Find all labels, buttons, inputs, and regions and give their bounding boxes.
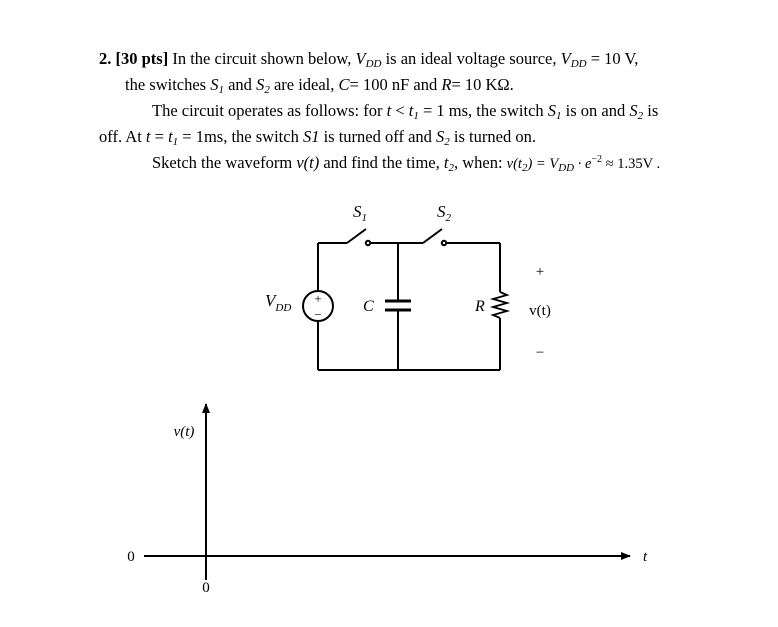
text-fragment: is [647, 101, 659, 120]
vdd-value: = 10 V, [590, 49, 639, 68]
output-plus-sign: + [536, 264, 544, 280]
text-fragment: is turned on. [453, 127, 536, 146]
text-fragment: the switches [125, 75, 207, 94]
s1-symbol: S1 [302, 127, 320, 146]
formula-part: ) = V [527, 156, 559, 172]
s2-subscript: 2 [444, 136, 450, 148]
resistor-label: R [474, 298, 485, 315]
formula-part: v(t [506, 156, 522, 172]
capacitance-symbol: C [338, 75, 350, 94]
s2-label: S2 [437, 202, 452, 224]
y-origin-label: 0 [127, 549, 135, 565]
t2-symbol: t [443, 153, 449, 172]
formula: v(t2) = VDD · e−2 ≈ 1.35V . [506, 154, 661, 174]
x-axis-label: t [643, 549, 648, 565]
s1-label: S1 [353, 202, 367, 224]
s2-subscript: 2 [637, 110, 644, 122]
text-fragment: and [228, 75, 252, 94]
vdd-label: VDD [265, 291, 291, 314]
t1-subscript: 1 [413, 110, 419, 122]
s1-symbol: S [547, 101, 557, 120]
problem-line-2: the switches S1 and S2 are ideal, C= 100… [125, 75, 514, 96]
text-fragment: is an ideal voltage source, [385, 49, 557, 68]
waveform-symbol: v(t) [296, 153, 320, 172]
formula-subscript: 2 [521, 162, 528, 174]
circuit-labels: S1 S2 VDD + − C R + v(t) − [265, 202, 551, 361]
s1-subscript: 1 [556, 110, 562, 122]
output-minus-sign: − [536, 345, 544, 361]
problem-statement: 2. [30 pts] In the circuit shown below, … [0, 0, 778, 200]
output-voltage-label: v(t) [529, 303, 551, 319]
source-minus-sign: − [314, 307, 321, 322]
problem-points: [30 pts] [115, 49, 169, 68]
text-fragment: off. At [99, 127, 142, 146]
text-fragment: is on and [565, 101, 626, 120]
switch-s1 [346, 228, 367, 244]
text-fragment: < [395, 101, 405, 120]
vdd-symbol: V [355, 49, 366, 68]
text-fragment: = [154, 127, 164, 146]
circuit-diagram [302, 228, 511, 371]
problem-number: 2. [99, 49, 112, 68]
resistor [489, 291, 511, 319]
s2-subscript: 2 [264, 84, 270, 96]
problem-line-1: 2. [30 pts] In the circuit shown below, … [99, 49, 639, 70]
waveform-axes: v(t) t 0 0 [127, 403, 648, 596]
formula-subscript: DD [558, 162, 575, 174]
problem-line-4: off. At t = t1 = 1ms, the switch S1 is t… [99, 127, 536, 148]
resistance-symbol: R [441, 75, 452, 94]
t1-symbol: t [168, 127, 173, 146]
time-symbol: t [386, 101, 392, 120]
problem-line-5: Sketch the waveform v(t) and find the ti… [152, 153, 660, 174]
vdd-subscript: DD [570, 58, 587, 70]
t2-subscript: 2 [448, 162, 454, 174]
time-symbol: t [145, 127, 151, 146]
x-origin-label: 0 [202, 580, 210, 596]
problem-line-3: The circuit operates as follows: for t <… [152, 101, 659, 122]
text-fragment: = 1 ms, the switch [422, 101, 544, 120]
capacitor-label: C [363, 298, 374, 315]
vdd-symbol: V [560, 49, 571, 68]
text-fragment: = 1ms, the switch [182, 127, 299, 146]
switch-s2 [422, 228, 443, 244]
formula-part: ≈ 1.35V . [605, 156, 661, 172]
y-axis-label: v(t) [174, 424, 195, 440]
capacitance-value: = 100 nF and [349, 75, 438, 94]
formula-part: · e [577, 156, 592, 172]
text-fragment: is turned off and [323, 127, 432, 146]
text-fragment: Sketch the waveform [152, 153, 293, 172]
s2-symbol: S [629, 101, 638, 120]
s1-symbol: S [210, 75, 219, 94]
switch-s2-contact [440, 239, 448, 247]
s1-subscript: 1 [218, 84, 224, 96]
text-fragment: , when: [453, 153, 503, 172]
resistance-value: = 10 KΩ. [451, 75, 514, 94]
source-plus-sign: + [314, 291, 321, 306]
t1-symbol: t [408, 101, 414, 120]
t1-subscript: 1 [172, 136, 179, 148]
vdd-subscript: DD [365, 58, 382, 70]
switch-s1-contact [364, 239, 372, 247]
text-fragment: are ideal, [273, 75, 335, 94]
text-fragment: In the circuit shown below, [172, 49, 352, 68]
formula-superscript: −2 [591, 154, 603, 165]
s2-symbol: S [436, 127, 445, 146]
text-fragment: and find the time, [323, 153, 440, 172]
s2-symbol: S [256, 75, 265, 94]
text-fragment: The circuit operates as follows: for [152, 101, 383, 120]
